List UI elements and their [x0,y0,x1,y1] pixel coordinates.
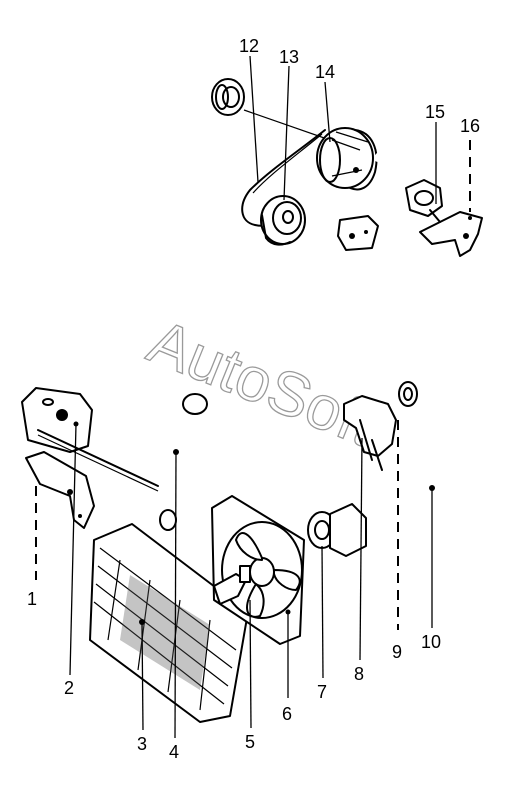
tension-bracket [419,209,483,257]
callout-labels: 1 2 3 4 5 6 7 8 9 10 12 13 14 15 16 [27,36,480,762]
fan-shroud-upper [21,387,93,453]
callout-12: 12 [239,36,259,56]
alternator-bracket [337,215,379,251]
callout-2: 2 [64,678,74,698]
callout-14: 14 [315,62,335,82]
shroud-bracket-lower [25,451,95,529]
water-outlet [343,395,397,471]
shroud-rod-edge [37,434,159,492]
upper-radiator-hose [147,383,220,533]
leader-7 [321,545,324,679]
callout-7: 7 [317,682,327,702]
lower-radiator-hose [380,453,457,514]
callout-4: 4 [169,742,179,762]
leader-2 [69,423,77,676]
callout-9: 9 [392,642,402,662]
callout-16: 16 [460,116,480,136]
radiator [89,523,249,723]
leader-14 [324,81,331,143]
leader-5 [249,599,252,729]
alternator [316,127,378,191]
idler-pulley [211,78,245,116]
callout-6: 6 [282,704,292,724]
leader-13 [283,65,290,201]
callout-15: 15 [425,102,445,122]
alternator-hose [374,136,418,162]
leader-4 [174,451,177,739]
callout-3: 3 [137,734,147,754]
cooling-fan [235,532,301,618]
callout-5: 5 [245,732,255,752]
leader-8 [359,437,363,661]
callout-8: 8 [354,664,364,684]
thermostat-housing [307,503,367,557]
leader-3 [141,621,144,731]
crank-pulley [260,195,306,246]
callout-1: 1 [27,589,37,609]
adjuster-block [405,179,443,217]
leader-12 [249,55,259,183]
callout-13: 13 [279,47,299,67]
pressure-cap [398,381,418,407]
shroud-rod [37,429,159,487]
fan-motor-bracket [213,565,251,605]
callout-10: 10 [421,632,441,652]
